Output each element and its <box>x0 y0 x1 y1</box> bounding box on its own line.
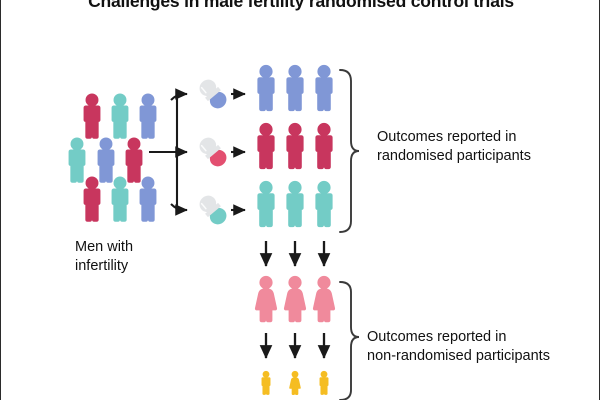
crowd-row-front <box>83 176 157 222</box>
pill-blue <box>199 79 227 109</box>
participant-figure <box>286 64 304 112</box>
pill-group <box>199 79 227 225</box>
participant-figure <box>257 64 275 112</box>
partner-figure <box>283 275 307 323</box>
page-title: Challenges in male fertility randomised … <box>88 0 514 11</box>
source-population-label: Men with infertility <box>75 239 134 274</box>
crowd-figure <box>83 176 101 222</box>
crowd-figure <box>139 93 157 139</box>
brace-non-randomised <box>339 281 360 400</box>
splitter-corners <box>170 92 184 212</box>
crowd-figure <box>125 137 143 183</box>
partners-row <box>254 275 336 323</box>
outcomes-randomised-label: Outcomes reported in randomised particip… <box>377 129 531 164</box>
crowd-figure <box>68 137 86 183</box>
partner-figure <box>254 275 278 323</box>
participant-figure <box>315 122 333 170</box>
crowd-row-back <box>83 93 157 139</box>
arm-row-blue <box>257 64 333 112</box>
participant-figure <box>257 122 275 170</box>
crowd-figure <box>83 93 101 139</box>
participant-figure <box>286 180 304 228</box>
crowd-figure <box>139 176 157 222</box>
outcomes-non-randomised-label: Outcomes reported in non-randomised part… <box>367 329 550 364</box>
brace-randomised <box>339 69 360 233</box>
offspring-row <box>261 370 329 395</box>
crowd-row-middle <box>68 137 143 183</box>
pill-crimson <box>199 137 227 167</box>
offspring-figure-male <box>261 370 271 395</box>
arm-row-teal <box>257 180 333 228</box>
participant-figure <box>257 180 275 228</box>
participant-figure <box>315 180 333 228</box>
participants-to-partners-arrows <box>259 241 331 267</box>
offspring-figure-female <box>289 370 301 395</box>
participant-figure <box>286 122 304 170</box>
pill-teal <box>199 195 227 225</box>
crowd-figure <box>111 93 129 139</box>
randomised-participants <box>257 64 333 228</box>
arm-row-crimson <box>257 122 333 170</box>
source-population-crowd <box>68 93 157 222</box>
partner-figure <box>312 275 336 323</box>
offspring-figure-male <box>319 370 329 395</box>
pill-to-participants-arrows <box>231 88 246 216</box>
crowd-figure <box>111 176 129 222</box>
crowd-figure <box>97 137 115 183</box>
partners-to-offspring-arrows <box>259 333 331 359</box>
participant-figure <box>315 64 333 112</box>
